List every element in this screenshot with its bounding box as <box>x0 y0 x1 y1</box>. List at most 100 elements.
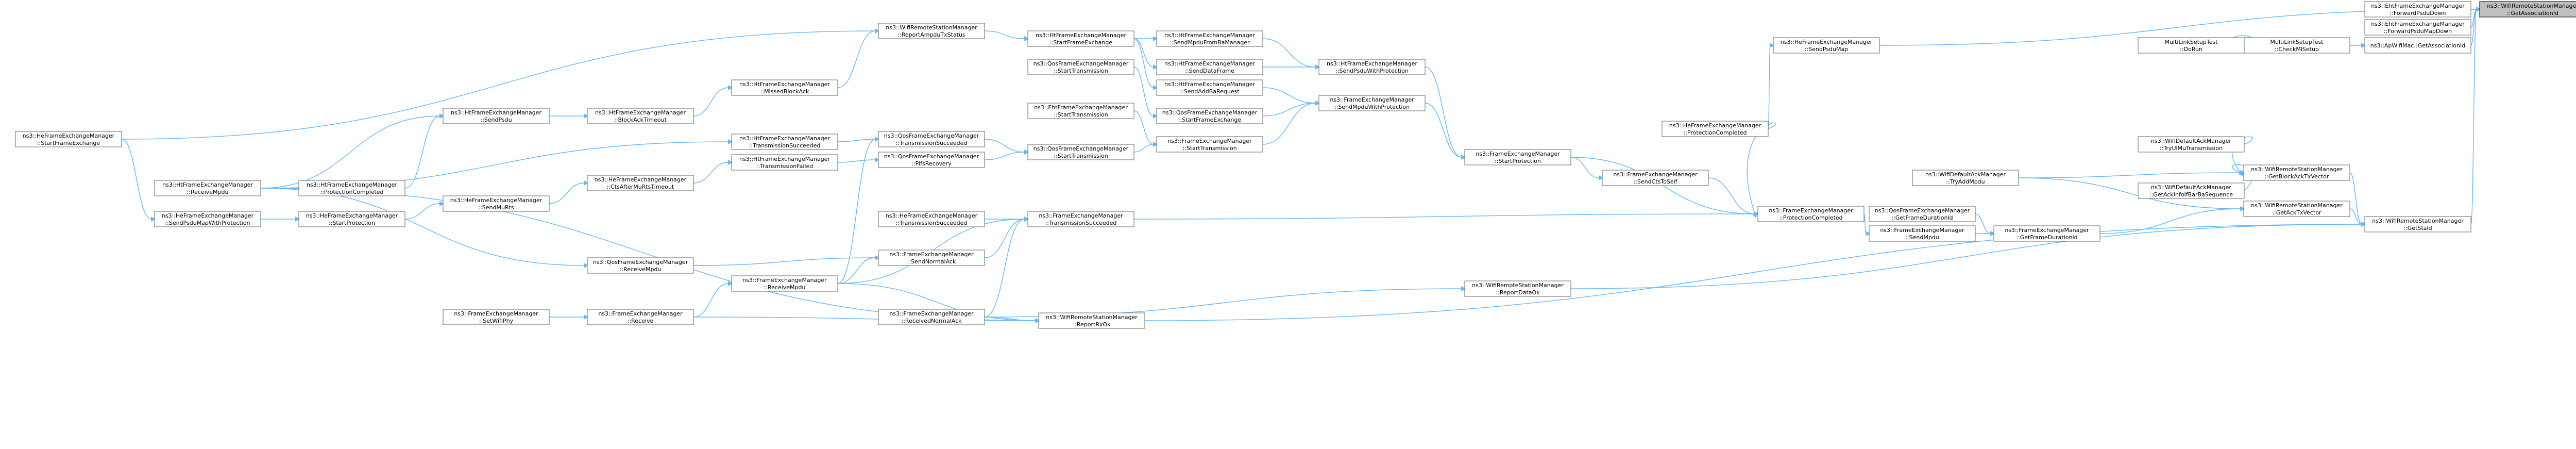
edge-reportdataok-to-getstaid <box>1570 222 2366 289</box>
node-ht_sendpsduwithprot[interactable]: ns3::HtFrameExchangeManager::SendPsduWit… <box>1318 59 1426 75</box>
node-qos_startframeexch[interactable]: ns3::QosFrameExchangeManager::StartFrame… <box>1156 108 1263 124</box>
node-label: ::StartFrameExchange <box>1178 117 1242 123</box>
node-ht_sendaddbareq[interactable]: ns3::HtFrameExchangeManager::SendAddBaRe… <box>1156 79 1263 96</box>
node-dam_tryulmu[interactable]: ns3::WifiDefaultAckManager::TryUlMuTrans… <box>2138 136 2245 153</box>
node-reportrxok[interactable]: ns3::WifiRemoteStationManager::ReportRxO… <box>1038 312 1145 329</box>
node-wrsm_reportampdutx[interactable]: ns3::WifiRemoteStationManager::ReportAmp… <box>878 23 985 39</box>
node-qos_receivempdu[interactable]: ns3::QosFrameExchangeManager::ReceiveMpd… <box>587 257 694 274</box>
edge-ht_startframeexch-to-ht_sendaddbareq <box>1133 38 1158 90</box>
node-label: ns3::QosFrameExchangeManager <box>1162 109 1258 116</box>
node-mlsetup_checkml[interactable]: MultiLinkSetupTest::CheckMlSetup <box>2243 37 2350 54</box>
node-label: ns3::FrameExchangeManager <box>889 310 974 317</box>
node-label: ns3::EhtFrameExchangeManager <box>1034 104 1128 111</box>
edge-ht_transsucceeded-to-qos_transsucceeded <box>837 137 880 142</box>
function-nodes: ns3::WifiRemoteStationManager::GetAssoci… <box>15 1 2576 329</box>
node-he_protcomp[interactable]: ns3::HeFrameExchangeManager::ProtectionC… <box>1662 121 1769 137</box>
node-label: ::SendMpdu <box>1905 234 1939 241</box>
edge-qos_startframeexch-to-fem_sendmpduwithprot <box>1262 101 1320 117</box>
node-label: ::TransmissionSucceeded <box>749 142 821 149</box>
node-getacktxvector[interactable]: ns3::WifiRemoteStationManager::GetAckTxV… <box>2243 201 2350 217</box>
edge-he_startframeexch-to-he_sendpsdumapwithprot <box>121 139 156 222</box>
call-edges <box>121 7 2481 323</box>
node-ht_sendpsdu[interactable]: ns3::HtFrameExchangeManager::SendPsdu <box>443 108 550 124</box>
node-label: ::Receive <box>628 318 654 324</box>
node-fem_getframedur[interactable]: ns3::FrameExchangeManager::GetFrameDurat… <box>1993 225 2100 242</box>
node-fem_sendctstoself[interactable]: ns3::FrameExchangeManager::SendCtsToSelf <box>1602 170 1709 186</box>
node-reportdataok[interactable]: ns3::WifiRemoteStationManager::ReportDat… <box>1464 280 1571 297</box>
node-qos_getframedur[interactable]: ns3::QosFrameExchangeManager::GetFrameDu… <box>1869 206 1976 222</box>
node-qos_pifsrecovery[interactable]: ns3::QosFrameExchangeManager::PifsRecove… <box>878 152 985 168</box>
node-he_startprotection[interactable]: ns3::HeFrameExchangeManager::StartProtec… <box>298 211 405 227</box>
node-label: ::ReceivedNormalAck <box>901 318 962 324</box>
node-label: ::SendPsduMap <box>1805 46 1848 53</box>
node-ht_transsucceeded[interactable]: ns3::HtFrameExchangeManager::Transmissio… <box>731 134 838 150</box>
node-label: ns3::QosFrameExchangeManager <box>1033 60 1129 67</box>
edge-fem_receive-to-fem_receivempdu <box>693 281 733 318</box>
node-he_sendpsdumapwithprot[interactable]: ns3::HeFrameExchangeManager::SendPsduMap… <box>154 211 261 227</box>
node-ht_startframeexch[interactable]: ns3::HtFrameExchangeManager::StartFrameE… <box>1027 30 1134 47</box>
node-label: ::PifsRecovery <box>911 160 952 167</box>
node-ht_transfailed[interactable]: ns3::HtFrameExchangeManager::Transmissio… <box>731 154 838 171</box>
node-ht_blockacktimeout[interactable]: ns3::HtFrameExchangeManager::BlockAckTim… <box>587 108 694 124</box>
node-label: ::SendMpduFromBaManager <box>1170 39 1250 46</box>
node-he_startframeexch[interactable]: ns3::HeFrameExchangeManager::StartFrameE… <box>15 131 122 147</box>
edge-ht_transfailed-to-qos_pifsrecovery <box>837 157 880 163</box>
node-label: ns3::HeFrameExchangeManager <box>595 176 687 183</box>
node-label: ns3::WifiDefaultAckManager <box>2151 184 2231 191</box>
node-fem_startprotection[interactable]: ns3::FrameExchangeManager::StartProtecti… <box>1464 149 1571 165</box>
node-fem_transsucceeded[interactable]: ns3::FrameExchangeManager::TransmissionS… <box>1027 211 1134 227</box>
node-fem_receive[interactable]: ns3::FrameExchangeManager::Receive <box>587 309 694 325</box>
node-he_ctsaftermutimeout[interactable]: ns3::HeFrameExchangeManager::CtsAfterMuR… <box>587 175 694 191</box>
node-emlsr_fwd_down[interactable]: ns3::EhtFrameExchangeManager::ForwardPsd… <box>2364 1 2471 18</box>
node-qos_transsucceeded[interactable]: ns3::QosFrameExchangeManager::Transmissi… <box>878 131 985 147</box>
node-ht_sendmpduforbamgr[interactable]: ns3::HtFrameExchangeManager::SendMpduFro… <box>1156 30 1263 47</box>
node-label: ::SendMpduWithProtection <box>1334 104 1410 110</box>
node-qos_starttransmission_b[interactable]: ns3::QosFrameExchangeManager::StartTrans… <box>1027 144 1134 160</box>
edge-fem_sendctstoself-to-fem_protcomp <box>1708 177 1759 217</box>
node-label: ns3::HtFrameExchangeManager <box>595 109 686 116</box>
node-label: ::SendDataFrame <box>1185 68 1234 74</box>
node-dam_tryaddmpdu[interactable]: ns3::WifiDefaultAckManager::TryAddMpdu <box>1912 170 2019 186</box>
node-ht_receivempdu[interactable]: ns3::HtFrameExchangeManager::ReceiveMpdu <box>154 180 261 196</box>
node-label: ::GetBlockAckTxVector <box>2265 173 2329 180</box>
node-ht_senddataframe[interactable]: ns3::HtFrameExchangeManager::SendDataFra… <box>1156 59 1263 75</box>
node-he_sendpsdumap[interactable]: ns3::HeFrameExchangeManager::SendPsduMap <box>1773 37 1880 54</box>
node-fem_sendmpdu[interactable]: ns3::FrameExchangeManager::SendMpdu <box>1869 225 1976 242</box>
node-ht_missedblockack[interactable]: ns3::HtFrameExchangeManager::MissedBlock… <box>731 79 838 96</box>
node-fem_receivempdu[interactable]: ns3::FrameExchangeManager::ReceiveMpdu <box>731 275 838 292</box>
node-label: ns3::ApWifiMac::GetAssociationId <box>2370 42 2465 49</box>
node-label: ::ReceiveMpdu <box>764 284 806 291</box>
edge-ht_receivempdu-to-ht_sendpsdu <box>260 113 445 189</box>
node-getstaid[interactable]: ns3::WifiRemoteStationManager::GetStaId <box>2364 216 2471 232</box>
node-fem_protcomp[interactable]: ns3::FrameExchangeManager::ProtectionCom… <box>1757 206 1865 222</box>
node-dam_getackinfo[interactable]: ns3::WifiDefaultAckManager::GetAckInfoIf… <box>2138 182 2245 199</box>
node-he_sendmurts[interactable]: ns3::HeFrameExchangeManager::SendMuRts <box>443 195 550 212</box>
node-label: ::SendAddBaRequest <box>1180 88 1240 95</box>
node-fem_starttransmission[interactable]: ns3::FrameExchangeManager::StartTransmis… <box>1156 136 1263 153</box>
node-ht_protcomp[interactable]: ns3::HtFrameExchangeManager::ProtectionC… <box>298 180 405 196</box>
node-eht_fwd_map_down[interactable]: ns3::EhtFrameExchangeManager::ForwardPsd… <box>2364 19 2471 36</box>
node-he_transsucceeded[interactable]: ns3::HeFrameExchangeManager::Transmissio… <box>878 211 985 227</box>
node-label: ::GetFrameDurationId <box>1891 214 1953 221</box>
node-fem_sendmpduwithprot[interactable]: ns3::FrameExchangeManager::SendMpduWithP… <box>1318 95 1426 111</box>
edge-qos_pifsrecovery-to-qos_starttransmission_b <box>984 149 1029 160</box>
node-label: ::ProtectionCompleted <box>320 189 383 195</box>
node-label: ::SendPsduMapWithProtection <box>165 220 250 226</box>
edge-getstaid-to-getassociationid <box>2470 7 2481 225</box>
node-label: ns3::QosFrameExchangeManager <box>1875 207 1970 214</box>
node-fem_setwifiphy[interactable]: ns3::FrameExchangeManager::SetWifiPhy <box>443 309 550 325</box>
node-label: ::SetWifiPhy <box>479 318 514 324</box>
node-apwifimac_getaid[interactable]: ns3::ApWifiMac::GetAssociationId <box>2364 37 2471 54</box>
node-getassociationid[interactable]: ns3::WifiRemoteStationManager::GetAssoci… <box>2479 1 2576 18</box>
edge-getacktxvector-to-getstaid <box>2349 208 2366 227</box>
node-mlsetup_dorun[interactable]: MultiLinkSetupTest::DoRun <box>2138 37 2245 54</box>
node-label: ::GetAckInfoIfBarBaSequence <box>2149 191 2233 198</box>
node-getblockacktxvector[interactable]: ns3::WifiRemoteStationManager::GetBlockA… <box>2243 164 2350 181</box>
node-label: ns3::FrameExchangeManager <box>1167 138 1252 144</box>
node-fem_receivednormalack[interactable]: ns3::FrameExchangeManager::ReceivedNorma… <box>878 309 985 325</box>
node-fem_sendnormalack[interactable]: ns3::FrameExchangeManager::SendNormalAck <box>878 250 985 266</box>
node-label: ::StartProtection <box>329 220 375 226</box>
node-eht_starttransmission[interactable]: ns3::EhtFrameExchangeManager::StartTrans… <box>1027 103 1134 119</box>
node-qos_starttransmission_a[interactable]: ns3::QosFrameExchangeManager::StartTrans… <box>1027 59 1134 75</box>
node-label: ::GetStaId <box>2403 225 2432 231</box>
